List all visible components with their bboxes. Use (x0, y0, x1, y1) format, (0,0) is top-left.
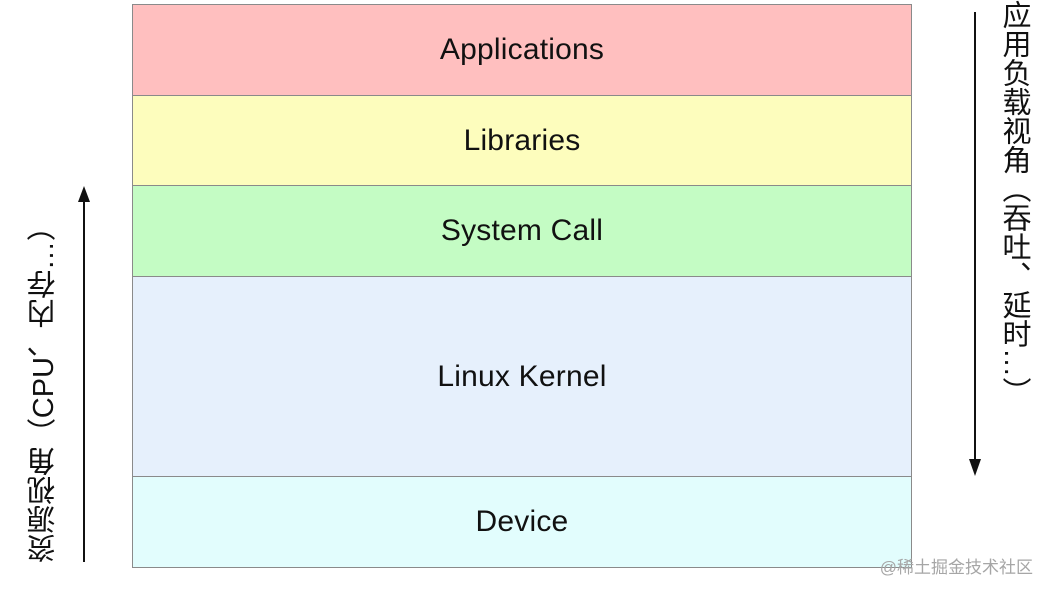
resource-perspective-label: 资源视角（CPU、内存…） (28, 212, 60, 564)
layer-system-call: System Call (132, 186, 912, 277)
layer-system-call-label: System Call (440, 214, 604, 247)
layer-linux-kernel-label: Linux Kernel (437, 359, 607, 393)
watermark: @稀土掘金技术社区 (879, 558, 1033, 577)
layer-libraries: Libraries (132, 96, 912, 186)
layer-libraries-label: Libraries (463, 123, 581, 157)
layer-device-label: Device (475, 505, 569, 538)
down-arrow-icon (969, 12, 981, 476)
layer-applications-label: Applications (439, 33, 605, 66)
layer-device: Device (132, 477, 912, 568)
workload-perspective-label: 应用负载视角（吞吐、延时…） (998, 0, 1030, 406)
layer-applications: Applications (132, 4, 912, 96)
up-arrow-icon (78, 186, 90, 562)
layer-linux-kernel: Linux Kernel (132, 277, 912, 477)
layer-stack: Applications Libraries System Call Linux… (132, 4, 912, 568)
